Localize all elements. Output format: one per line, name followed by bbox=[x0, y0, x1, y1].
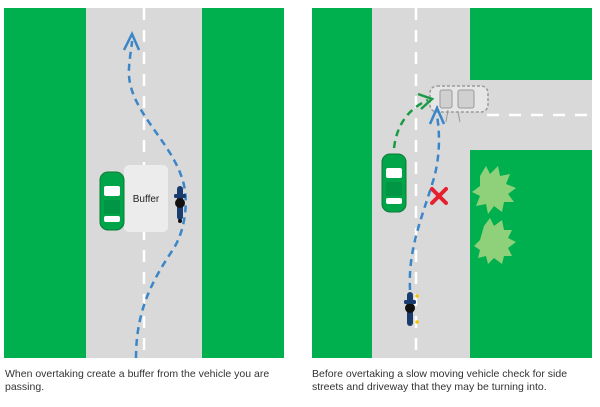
bush-icon bbox=[474, 218, 516, 264]
caption-buffer: When overtaking create a buffer from the… bbox=[5, 368, 270, 393]
buffer-zone bbox=[124, 165, 168, 232]
green-car-icon bbox=[381, 153, 407, 213]
green-car-icon bbox=[99, 171, 125, 231]
bush-icon bbox=[472, 166, 516, 214]
red-cross-icon bbox=[430, 187, 448, 205]
green-dashed-arrow-icon bbox=[392, 92, 435, 149]
side-street-check-diagram bbox=[312, 8, 592, 358]
motorcycle-icon bbox=[404, 292, 419, 326]
blue-dashed-arrow-icon bbox=[408, 104, 446, 291]
motorcycle-icon bbox=[174, 186, 186, 223]
caption-side-street: Before overtaking a slow moving vehicle … bbox=[312, 368, 568, 393]
dashed-path-arrow-icon bbox=[122, 31, 187, 358]
overtaking-buffer-diagram: Buffer bbox=[4, 8, 284, 358]
buffer-label: Buffer bbox=[133, 194, 160, 205]
